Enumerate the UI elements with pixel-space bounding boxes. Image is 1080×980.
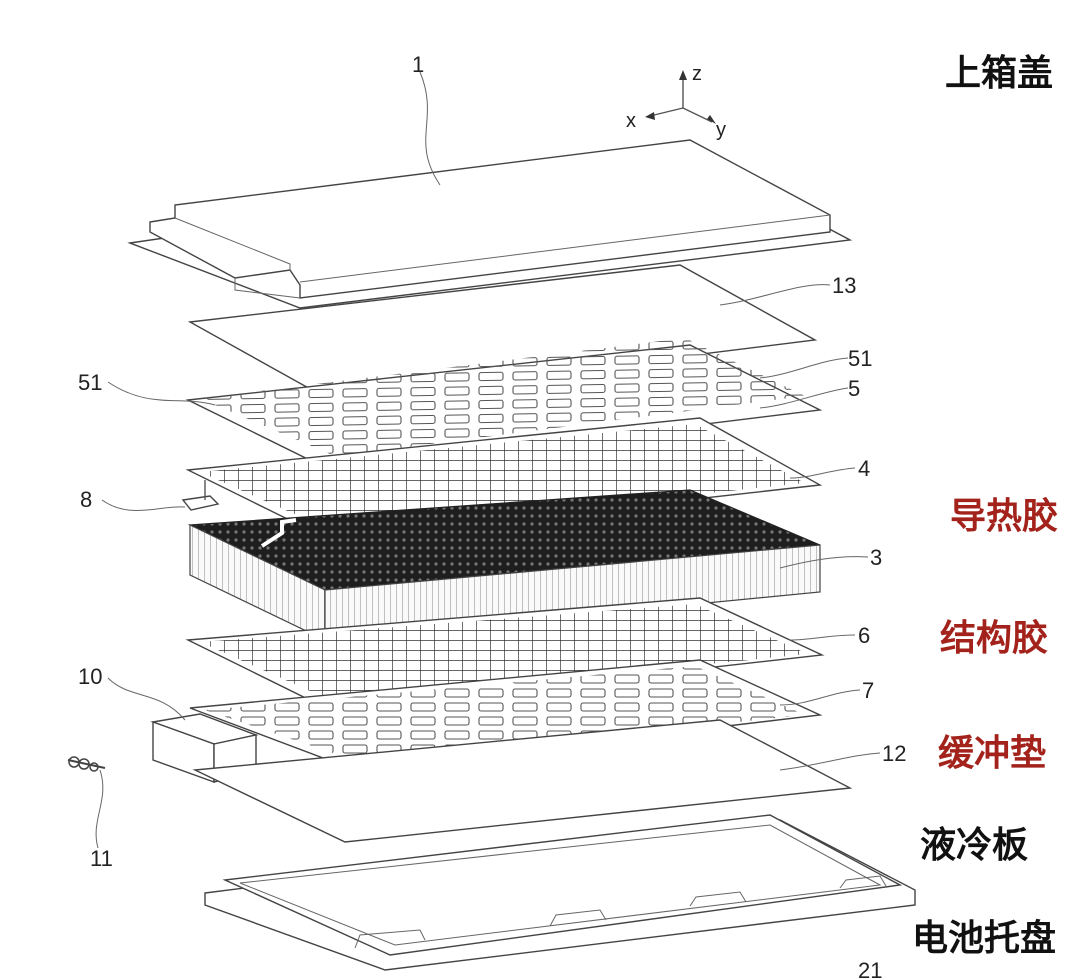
- structural-glue-grid-6: [185, 597, 825, 711]
- coordinate-axes: z x y: [626, 63, 726, 141]
- label-structural-glue: 结构胶: [940, 617, 1048, 659]
- part-number-51-left: 51: [78, 370, 102, 395]
- part-number-12: 12: [882, 741, 906, 766]
- cold-plate-12: [192, 719, 853, 843]
- part-number-11: 11: [90, 846, 113, 871]
- label-buffer-pad: 缓冲垫: [938, 732, 1046, 774]
- label-battery-tray: 电池托盘: [912, 917, 1056, 959]
- hole-plate-5: [185, 338, 823, 471]
- part-number-4: 4: [858, 456, 870, 481]
- axis-z-label: z: [692, 63, 702, 85]
- thermal-glue-grid-4: [185, 417, 823, 541]
- connector-8: [181, 480, 220, 511]
- leader-lines: [95, 71, 881, 849]
- battery-tray: [204, 814, 916, 971]
- film-sheet-13: [187, 264, 818, 401]
- axis-x-label: x: [626, 110, 636, 132]
- label-cold-plate: 液冷板: [920, 824, 1028, 866]
- part-number-5: 5: [848, 376, 860, 401]
- part-number-6: 6: [858, 623, 870, 648]
- top-cover: [127, 139, 853, 309]
- part-number-3: 3: [870, 545, 882, 570]
- buffer-pad-7: [189, 659, 823, 771]
- axis-y-label: y: [716, 119, 726, 141]
- label-top-cover: 上箱盖: [945, 52, 1053, 94]
- battery-cell-block-3: [187, 489, 821, 641]
- part-number-10: 10: [78, 664, 102, 689]
- part-number-8: 8: [80, 487, 92, 512]
- label-thermal-glue: 导热胶: [950, 495, 1058, 537]
- part-number-21: 21: [858, 958, 882, 980]
- part-number-1: 1: [412, 52, 424, 77]
- part-number-7: 7: [862, 678, 874, 703]
- part-number-labels: 1 13 51 5 51 4 8 3 6 10 7 12 11 21: [78, 52, 906, 980]
- component-labels: 上箱盖 导热胶 结构胶 缓冲垫 液冷板 电池托盘: [912, 52, 1058, 959]
- part-number-13: 13: [832, 273, 856, 298]
- part-number-51-right: 51: [848, 346, 872, 371]
- pipe-fitting-11: [67, 756, 106, 772]
